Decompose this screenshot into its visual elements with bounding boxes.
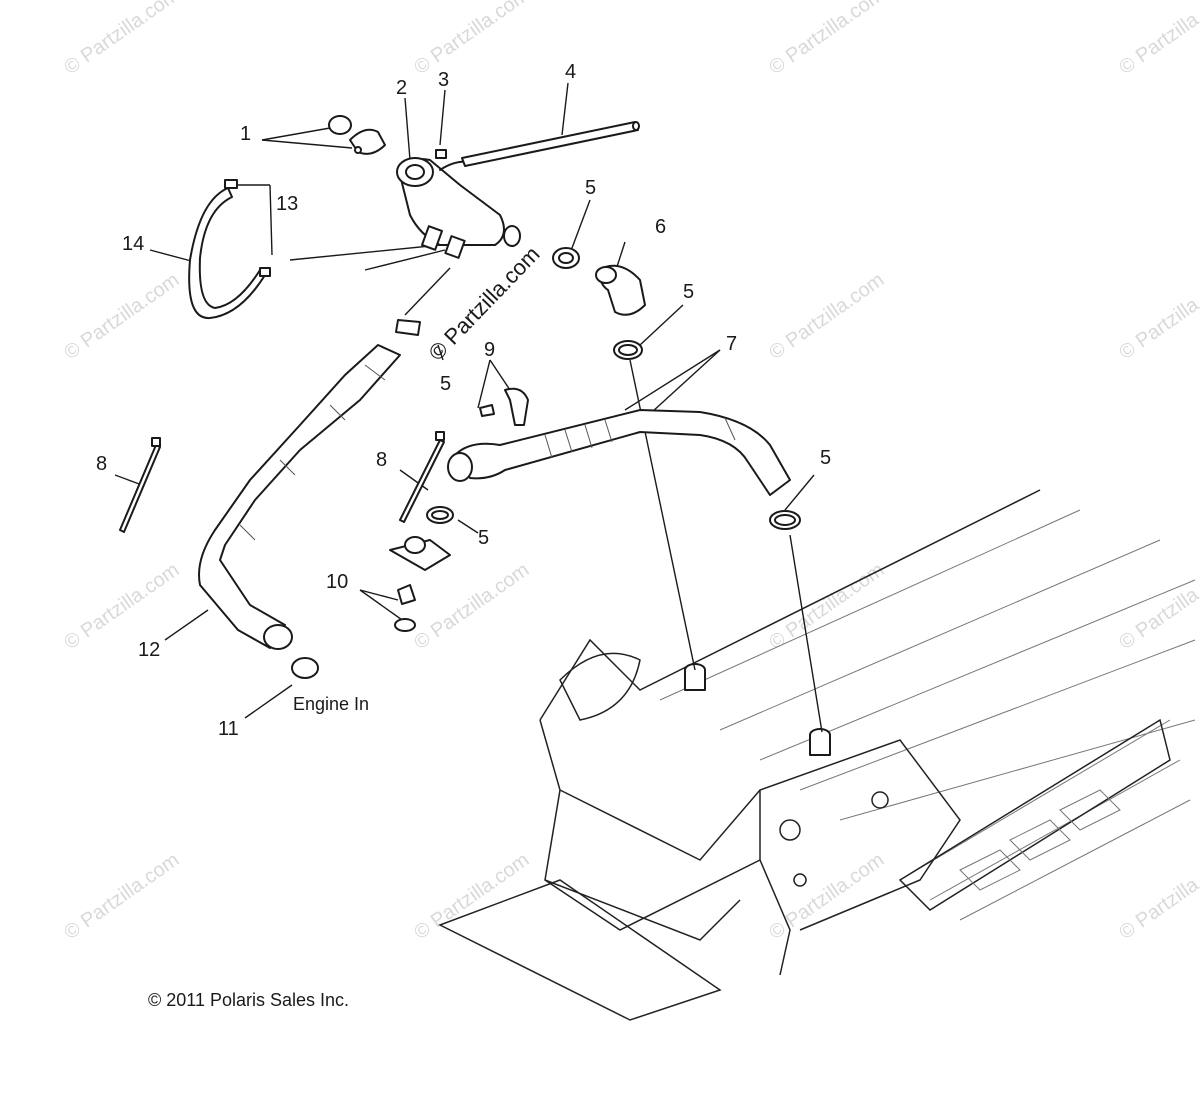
- watermark-layer: © Partzilla.com © Partzilla.com © Partzi…: [60, 0, 1200, 944]
- clamp: [613, 340, 643, 360]
- watermark: © Partzilla.com: [60, 0, 183, 79]
- cable-tie: [119, 437, 161, 533]
- chassis-frame: [438, 489, 1196, 1021]
- callout-6: 6: [655, 216, 666, 238]
- callout-labels: 1 2 3 4 5 5 5 5 5 6 7 8 8 9 10 11 12 13 …: [96, 61, 831, 740]
- hose-clamp: [291, 657, 319, 679]
- callout-2: 2: [396, 77, 407, 99]
- cable-tie: [399, 431, 445, 523]
- leader-lines: [114, 82, 823, 733]
- callout-8: 8: [96, 453, 107, 475]
- watermark: © Partzilla.com: [410, 0, 533, 79]
- callout-13: 13: [276, 193, 298, 215]
- thermostat-cap: [389, 536, 451, 571]
- callout-9: 9: [484, 339, 495, 361]
- engine-in-label: Engine In: [293, 694, 369, 714]
- callout-12: 12: [138, 639, 160, 661]
- watermark: © Partzilla.com: [1115, 269, 1200, 364]
- callout-7: 7: [726, 333, 737, 355]
- watermark: © Partzilla.com: [60, 559, 183, 654]
- callout-11: 11: [218, 718, 239, 740]
- callout-10: 10: [326, 571, 348, 593]
- watermark: © Partzilla.com: [60, 269, 183, 364]
- rod: [461, 121, 640, 167]
- watermark: © Partzilla.com: [765, 269, 888, 364]
- watermark: © Partzilla.com: [1115, 849, 1200, 944]
- clamp: [769, 510, 801, 530]
- thermostat: [394, 584, 416, 632]
- clamp: [426, 506, 454, 524]
- callout-4: 4: [565, 61, 576, 83]
- bracket-clamp: [479, 387, 529, 426]
- callout-5: 5: [478, 527, 489, 549]
- watermark: © Partzilla.com: [1115, 0, 1200, 79]
- callout-8: 8: [376, 449, 387, 471]
- watermark: © Partzilla.com: [765, 0, 888, 79]
- callout-3: 3: [438, 69, 449, 91]
- cap-and-seal: [328, 115, 386, 155]
- inlet-hose: [198, 344, 401, 650]
- copyright-notice: © 2011 Polaris Sales Inc.: [148, 990, 349, 1010]
- callout-14: 14: [122, 233, 144, 255]
- watermark: © Partzilla.com: [765, 849, 888, 944]
- callout-5: 5: [820, 447, 831, 469]
- callout-5: 5: [585, 177, 596, 199]
- watermark: © Partzilla.com: [410, 559, 533, 654]
- thermostat-housing: [396, 157, 521, 259]
- screw: [435, 149, 447, 159]
- hose-elbow: [595, 264, 646, 316]
- bleed-hose: [188, 179, 271, 320]
- clamp: [552, 247, 580, 269]
- watermark: © Partzilla.com: [1115, 559, 1200, 654]
- elbow-fitting: [395, 319, 421, 336]
- callout-5: 5: [683, 281, 694, 303]
- callout-1: 1: [240, 123, 251, 145]
- watermark: © Partzilla.com: [60, 849, 183, 944]
- watermark: © Partzilla.com: [765, 559, 888, 654]
- callout-5: 5: [440, 373, 451, 395]
- bypass-hose: [447, 409, 791, 496]
